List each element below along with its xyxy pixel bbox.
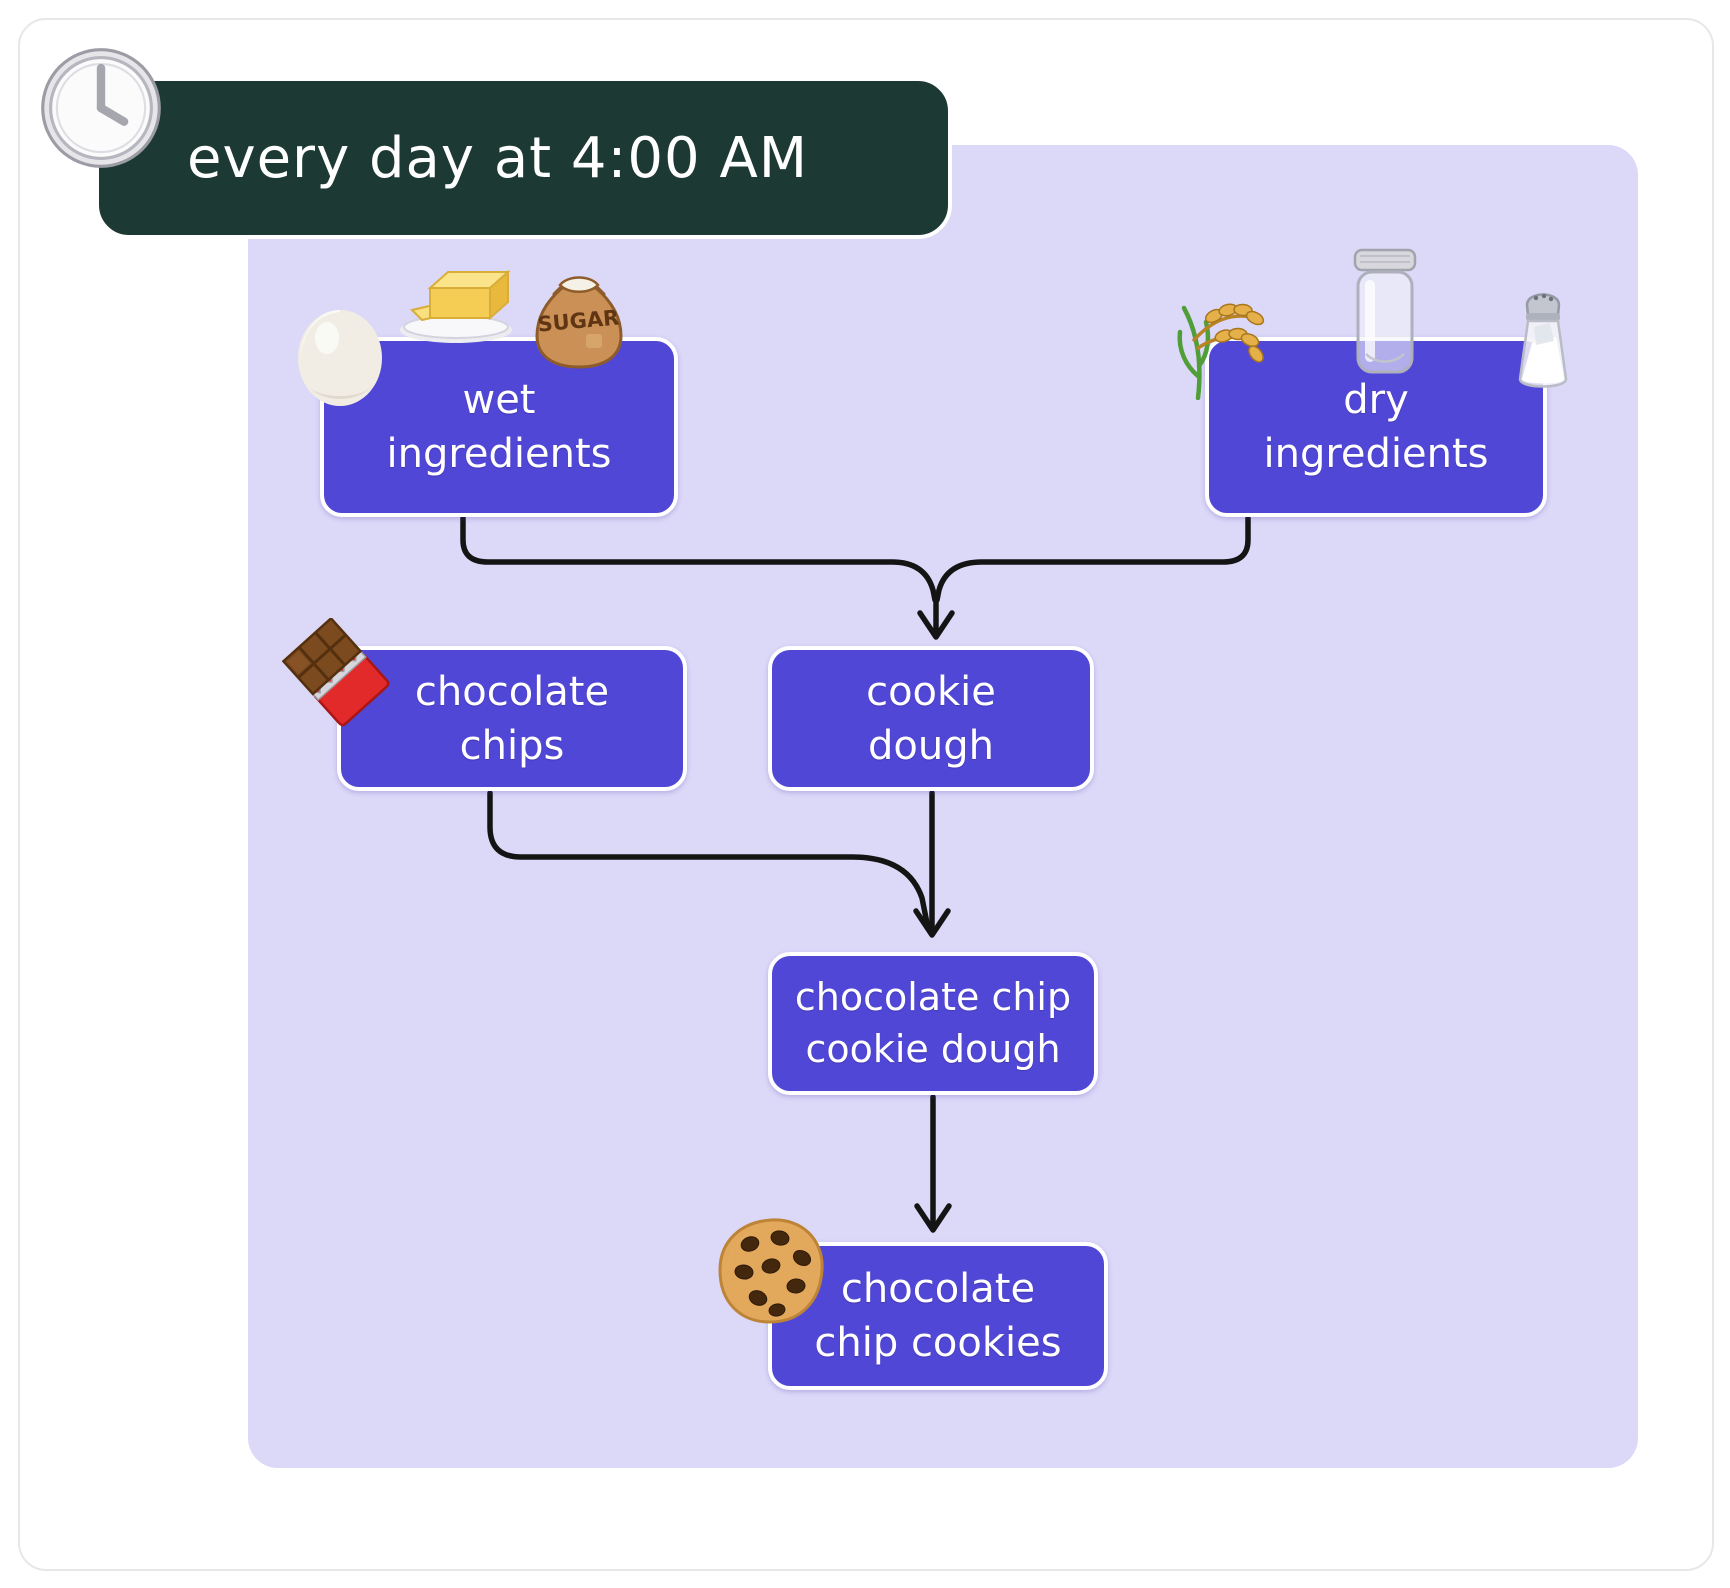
- arrowhead-ccd: [913, 908, 951, 938]
- edge-wet-to-dough: [460, 515, 938, 603]
- schedule-badge: every day at 4:00 AM: [95, 77, 952, 239]
- salt-shaker-icon: [1518, 293, 1568, 388]
- arrowhead-cookies: [914, 1203, 952, 1233]
- empty-jar-icon: [1353, 248, 1417, 374]
- node-cookie-dough: cookie dough: [768, 646, 1094, 791]
- chocolate-bar-icon: [282, 618, 390, 727]
- node-chocolate-chips: chocolate chips: [337, 646, 687, 791]
- node-label-line: chip cookies: [814, 1320, 1062, 1366]
- schedule-badge-label: every day at 4:00 AM: [187, 125, 809, 191]
- node-label-line: ingredients: [1263, 431, 1489, 477]
- node-label-line: chocolate: [840, 1266, 1036, 1312]
- node-label-line: dough: [868, 722, 994, 769]
- cookie-icon: [718, 1218, 824, 1324]
- arrowhead-dough: [917, 610, 955, 640]
- node-label-line: cookie: [866, 668, 996, 715]
- node-label-line: dry: [1343, 377, 1409, 423]
- clock-4pm-icon: [41, 48, 161, 168]
- edge-dry-to-dough: [934, 515, 1251, 603]
- node-chocolate-chip-cookies: chocolate chip cookies: [768, 1242, 1108, 1390]
- node-label-line: wet: [462, 377, 536, 423]
- rice-plant-icon: [1177, 303, 1265, 400]
- egg-icon: [298, 310, 382, 406]
- butter-icon: [400, 269, 512, 343]
- node-label-line: cookie dough: [805, 1026, 1061, 1071]
- sugar-bag-icon: SUGAR: [535, 276, 623, 369]
- node-label-line: chocolate chip: [794, 975, 1072, 1020]
- node-label-line: chocolate: [414, 668, 610, 715]
- node-label-line: ingredients: [386, 431, 612, 477]
- node-chocolate-chip-cookie-dough: chocolate chip cookie dough: [768, 952, 1098, 1095]
- node-label-line: chips: [459, 722, 565, 769]
- edge-chips-to-ccd: [487, 790, 931, 931]
